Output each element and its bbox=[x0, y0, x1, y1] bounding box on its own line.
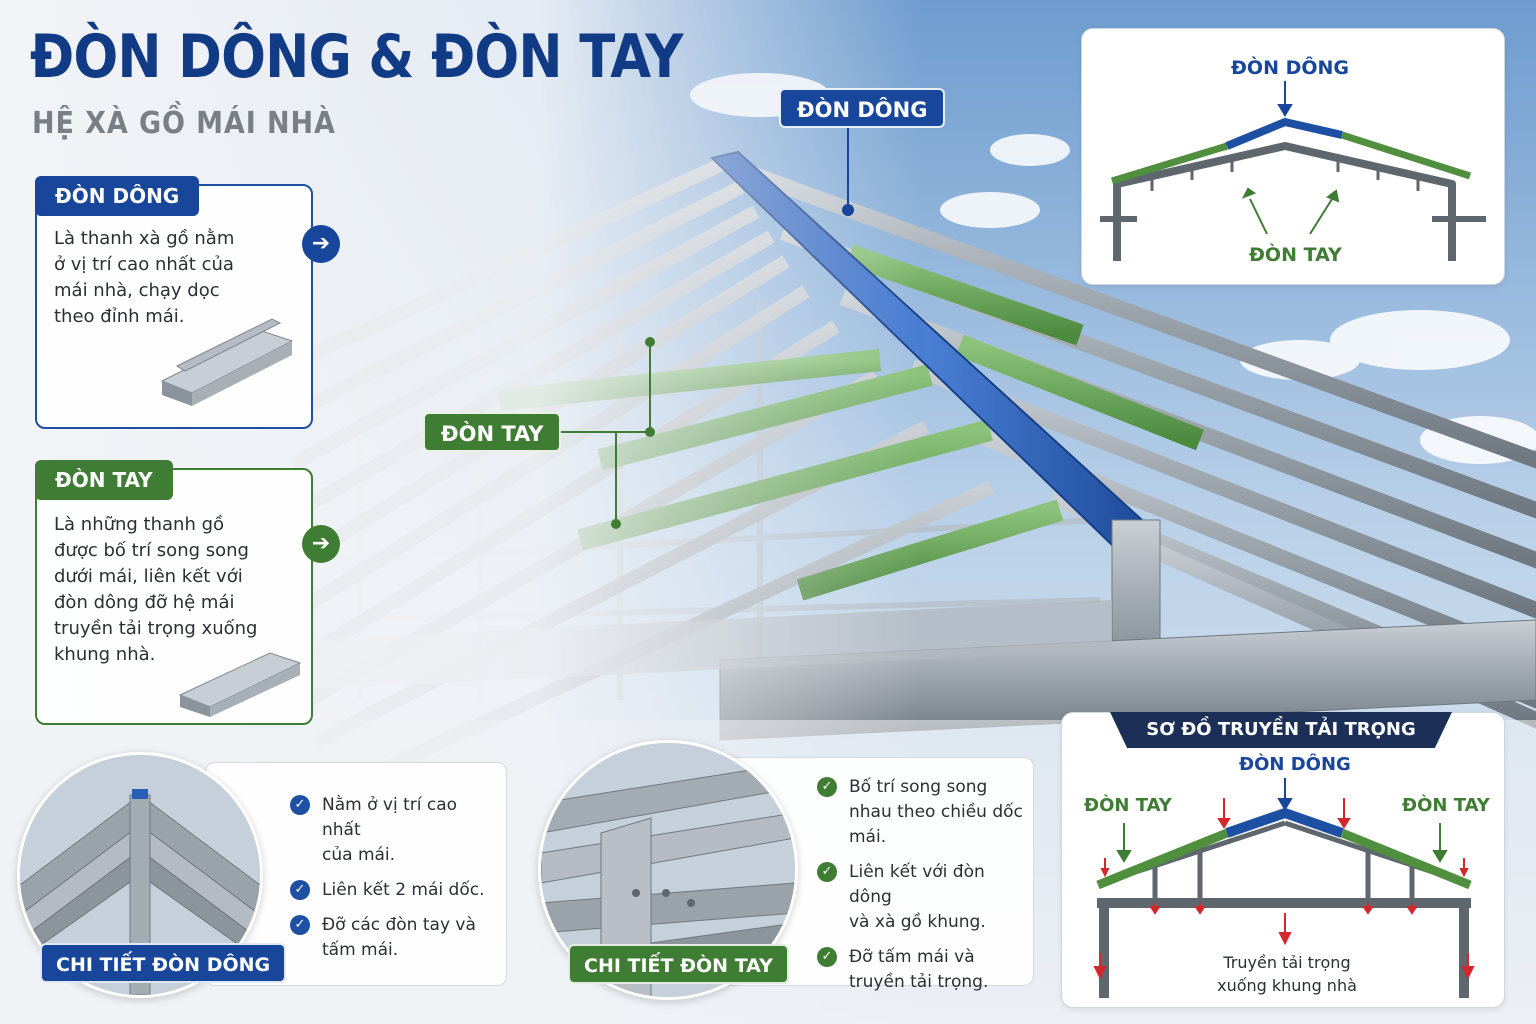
roof-section-svg bbox=[1100, 81, 1486, 261]
ridge-detail-tag: CHI TIẾT ĐÒN DÔNG bbox=[40, 943, 287, 983]
page-subtitle: HỆ XÀ GỒ MÁI NHÀ bbox=[32, 106, 336, 141]
check-circle-icon: ✓ bbox=[817, 777, 837, 797]
load-purlin-left-label: ĐÒN TAY bbox=[1084, 795, 1172, 816]
page-title: ĐÒN DÔNG & ĐÒN TAY bbox=[30, 22, 683, 92]
check-circle-icon: ✓ bbox=[290, 795, 310, 815]
ridge-info-card: Là thanh xà gồ nằm ở vị trí cao nhất của… bbox=[35, 184, 313, 429]
purlin-detail-tag: CHI TIẾT ĐÒN TAY bbox=[568, 944, 789, 984]
section-purlin-label: ĐÒN TAY bbox=[1249, 244, 1342, 266]
ridge-description: Là thanh xà gồ nằm ở vị trí cao nhất của… bbox=[54, 228, 235, 327]
purlin-arrow-icon[interactable]: ➔ bbox=[302, 525, 340, 563]
section-ridge-label: ĐÒN DÔNG bbox=[1231, 57, 1350, 79]
roof-section-diagram: ĐÒN DÔNG ĐÒN TAY bbox=[1081, 28, 1505, 285]
load-ridge-label: ĐÒN DÔNG bbox=[1239, 754, 1351, 775]
purlin-callout: ĐÒN TAY bbox=[423, 412, 562, 452]
purlin-card-tag: ĐÒN TAY bbox=[35, 460, 173, 500]
check-circle-icon: ✓ bbox=[290, 880, 310, 900]
load-diagram-banner: SƠ ĐỒ TRUYỀN TẢI TRỌNG bbox=[1110, 712, 1452, 748]
check-circle-icon: ✓ bbox=[817, 947, 837, 967]
ridge-callout: ĐÒN DÔNG bbox=[779, 88, 946, 128]
ridge-arrow-icon[interactable]: ➔ bbox=[302, 225, 340, 263]
ridge-profile-icon bbox=[160, 318, 294, 406]
load-path-diagram: ĐÒN DÔNG ĐÒN TAY ĐÒN TAY Truyền tải trọn… bbox=[1061, 712, 1505, 1008]
purlin-description: Là những thanh gồ được bố trí song song … bbox=[54, 514, 258, 665]
check-circle-icon: ✓ bbox=[290, 915, 310, 935]
ridge-detail-item: ✓Liên kết 2 mái dốc. bbox=[290, 878, 500, 903]
load-caption: Truyền tải trọng xuống khung nhà bbox=[1217, 953, 1357, 995]
load-path-svg bbox=[1093, 778, 1475, 998]
check-circle-icon: ✓ bbox=[817, 862, 837, 882]
load-purlin-right-label: ĐÒN TAY bbox=[1402, 795, 1490, 816]
purlin-info-card: Là những thanh gồ được bố trí song song … bbox=[35, 468, 313, 725]
purlin-profile-icon bbox=[178, 652, 302, 717]
ridge-card-tag: ĐÒN DÔNG bbox=[35, 176, 200, 216]
